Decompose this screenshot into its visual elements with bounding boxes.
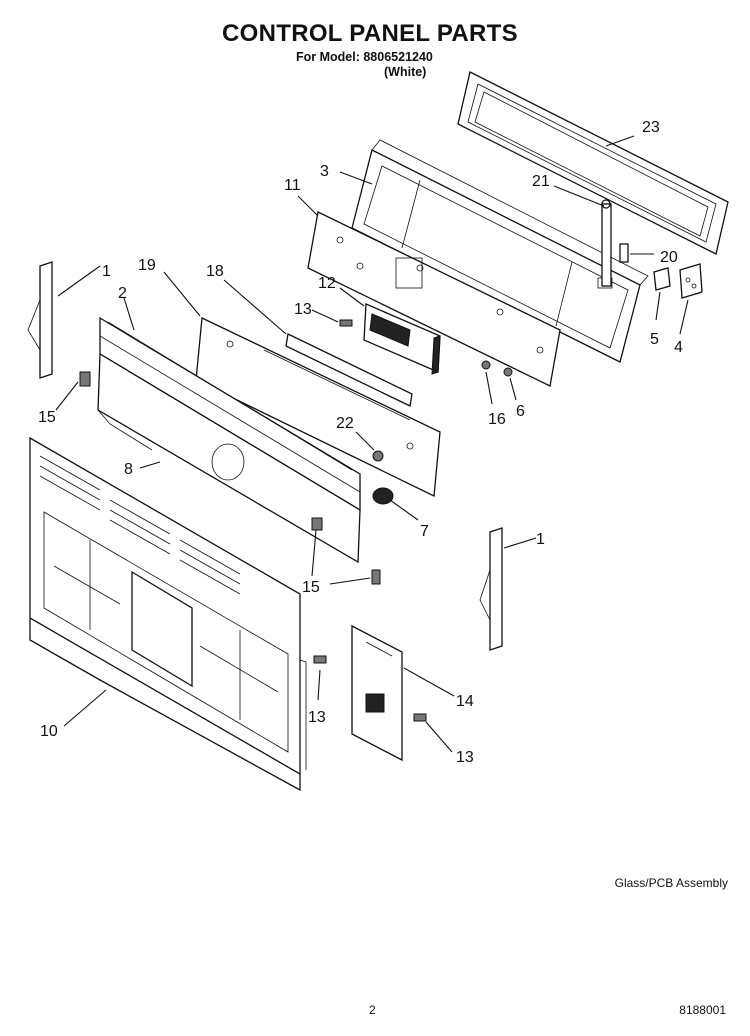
part-20-clip[interactable] — [619, 243, 629, 263]
callout-7: 7 — [420, 523, 429, 540]
part-23-glass-panel[interactable] — [457, 71, 729, 255]
part-13-screw-left[interactable] — [313, 655, 327, 664]
part-22-screw[interactable] — [372, 450, 384, 462]
part-15-screw-mid[interactable] — [311, 517, 323, 531]
part-12-control-board[interactable] — [363, 303, 441, 375]
callout-2: 2 — [118, 285, 127, 302]
page-title: CONTROL PANEL PARTS — [222, 20, 518, 47]
callout-16: 16 — [488, 411, 506, 428]
callout-18: 18 — [206, 263, 224, 280]
callout-1-left: 1 — [102, 263, 111, 280]
part-18-trim[interactable] — [285, 333, 413, 407]
part-6-screw[interactable] — [503, 367, 513, 377]
part-1-end-cap-right[interactable] — [479, 527, 503, 651]
callout-6: 6 — [516, 403, 525, 420]
part-3-console[interactable] — [351, 139, 649, 363]
part-10-backguard[interactable] — [29, 436, 307, 792]
part-21-bracket[interactable] — [601, 199, 612, 287]
document-number: 8188001 — [679, 1003, 726, 1017]
callout-10: 10 — [40, 723, 58, 740]
part-13-screw-upper[interactable] — [339, 319, 353, 327]
callout-1-right: 1 — [536, 531, 545, 548]
callout-5: 5 — [650, 331, 659, 348]
callout-13-right: 13 — [456, 749, 474, 766]
part-16-screw[interactable] — [481, 360, 491, 370]
callout-14: 14 — [456, 693, 474, 710]
callout-4: 4 — [674, 339, 683, 356]
callout-23: 23 — [642, 119, 660, 136]
model-number: For Model: 8806521240 — [296, 50, 433, 64]
callout-13-left: 13 — [308, 709, 326, 726]
part-15-screw-right[interactable] — [371, 569, 381, 585]
callout-21: 21 — [532, 173, 550, 190]
callout-19: 19 — [138, 257, 156, 274]
part-11-mounting-plate[interactable] — [307, 211, 561, 387]
callout-22: 22 — [336, 415, 354, 432]
callout-13-upper: 13 — [294, 301, 312, 318]
page-number: 2 — [369, 1003, 376, 1017]
part-1-end-cap-left[interactable] — [27, 261, 53, 379]
callout-15-left: 15 — [38, 409, 56, 426]
leader-arrows — [55, 135, 689, 753]
callout-12: 12 — [318, 275, 336, 292]
part-14-side-bracket[interactable] — [351, 624, 403, 762]
callout-3: 3 — [320, 163, 329, 180]
callout-8: 8 — [124, 461, 133, 478]
callout-15-lower: 15 — [302, 579, 320, 596]
color-variant: (White) — [384, 65, 427, 79]
assembly-caption: Glass/PCB Assembly — [614, 876, 728, 890]
part-13-screw-right[interactable] — [413, 713, 427, 722]
callout-11: 11 — [284, 177, 301, 194]
part-7-knob[interactable] — [372, 487, 394, 505]
part-5-switch[interactable] — [653, 267, 671, 291]
part-15-screw-left[interactable] — [79, 371, 91, 387]
part-4-connector[interactable] — [679, 263, 703, 299]
callout-20: 20 — [660, 249, 678, 266]
part-8-backing[interactable] — [97, 352, 361, 564]
